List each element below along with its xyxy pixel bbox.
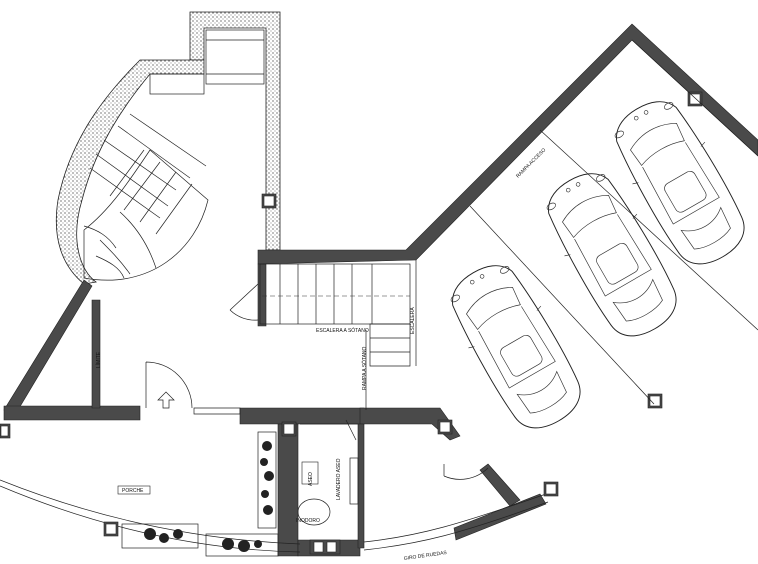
middle-stair: [259, 263, 411, 410]
porche-label: PORCHE: [122, 488, 144, 494]
wall-note-label: LÍMITE: [95, 351, 102, 368]
parking-lines: [415, 39, 758, 405]
bath-2-label: LAVADERO ASEO: [336, 458, 342, 500]
planters: [121, 431, 279, 557]
stair-up-label: ESCALERA: [410, 307, 416, 334]
rotonda-label: GIRO DE RUEDAS: [403, 550, 447, 562]
left-stair: [83, 113, 209, 281]
columns: [0, 91, 703, 555]
curved-wall: [55, 59, 205, 285]
stair-label: ESCALERA A SÓTANO: [316, 327, 369, 334]
rampa-label: RAMPA A SÓTANO: [361, 346, 368, 390]
entry-arrow: [157, 391, 175, 409]
car-1: [436, 251, 596, 443]
front-boundary: [0, 479, 549, 553]
bath-1-label: ASEO: [308, 472, 314, 486]
cars: [436, 87, 758, 443]
bathroom-fixtures: [297, 423, 359, 526]
doors: [145, 283, 489, 480]
porche-box: [117, 485, 151, 495]
wc-label: INODORO: [296, 518, 320, 524]
